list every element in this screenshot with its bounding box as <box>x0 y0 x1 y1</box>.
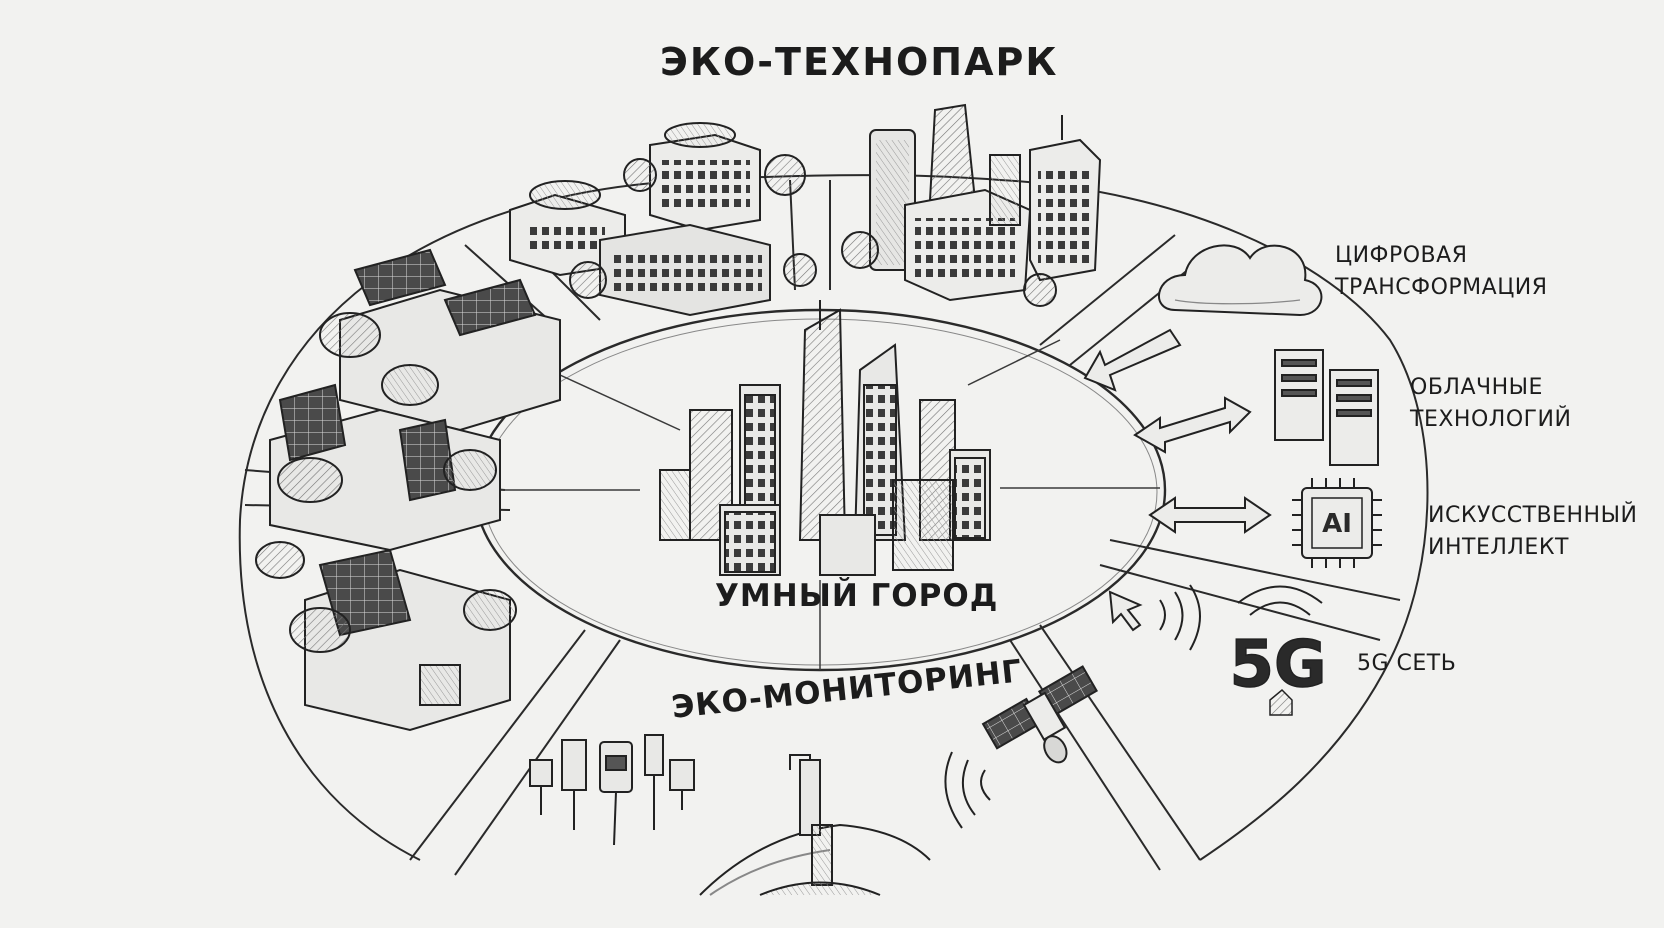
digital-transformation-line-1: ЦИФРОВАЯ <box>1335 243 1468 268</box>
water-probe <box>699 754 931 896</box>
central-skyscrapers <box>659 300 991 576</box>
artificial-intelligence-line-2: ИНТЕЛЛЕКТ <box>1428 535 1569 560</box>
satellite-icon <box>981 665 1098 764</box>
eco-technopark-label: ЭКО-ТЕХНОПАРК <box>660 40 1059 84</box>
digital-transformation-label: ЦИФРОВАЯ ТРАНСФОРМАЦИЯ <box>1335 240 1548 304</box>
ai-chip-icon: AI <box>1292 478 1382 568</box>
five-g-text: 5G <box>1229 628 1326 702</box>
double-arrow-ai <box>1148 496 1272 534</box>
center-spokes <box>478 339 1160 670</box>
cloud-technologies-line-1: ОБЛАЧНЫЕ <box>1410 375 1543 400</box>
ai-chip-text: AI <box>1322 509 1352 539</box>
cursor-arrow-icon <box>1108 584 1201 651</box>
artificial-intelligence-line-1: ИСКУССТВЕННЫЙ <box>1428 503 1638 528</box>
solar-buildings-left <box>255 248 561 732</box>
double-arrow-cloud <box>1133 396 1252 454</box>
smart-city-label: УМНЫЙ ГОРОД <box>715 578 999 614</box>
office-towers-top <box>841 103 1102 307</box>
digital-transformation-line-2: ТРАНСФОРМАЦИЯ <box>1335 275 1548 300</box>
cloud-technologies-line-2: ТЕХНОЛОГИЙ <box>1410 407 1572 432</box>
satellite-signal-waves <box>944 751 991 829</box>
eco-buildings-top <box>509 122 817 317</box>
cloud-technologies-label: ОБЛАЧНЫЕ ТЕХНОЛОГИЙ <box>1410 372 1571 436</box>
five-g-icon: 5G <box>1229 585 1327 716</box>
sensor-poles <box>529 734 695 846</box>
artificial-intelligence-label: ИСКУССТВЕННЫЙ ИНТЕЛЛЕКТ <box>1428 500 1637 564</box>
server-icon <box>1274 349 1379 466</box>
arrow-cloud-to-city <box>1083 328 1182 392</box>
network-5g-label: 5G СЕТЬ <box>1357 651 1457 676</box>
cloud-icon <box>1158 244 1323 317</box>
